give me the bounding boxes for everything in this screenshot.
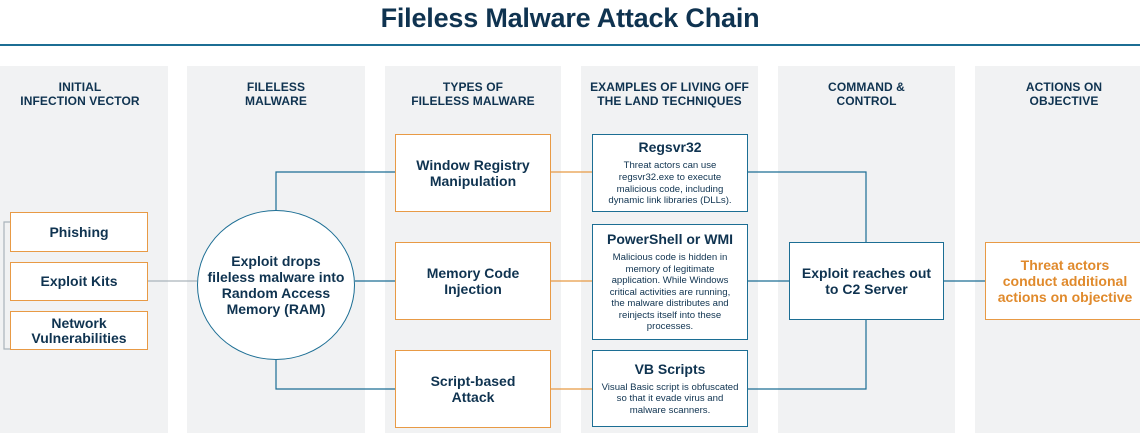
technique-regsvr32-desc: Threat actors can use regsvr32.exe to ex… xyxy=(608,160,732,207)
column-header-command-control: COMMAND & CONTROL xyxy=(828,80,905,108)
technique-powershell-wmi: PowerShell or WMI Malicious code is hidd… xyxy=(592,224,748,340)
actions-on-objective-node: Threat actors conduct additional actions… xyxy=(985,242,1140,320)
technique-powershell-title: PowerShell or WMI xyxy=(606,230,733,247)
page-title: Fileless Malware Attack Chain xyxy=(380,3,760,33)
column-header-techniques: EXAMPLES OF LIVING OFF THE LAND TECHNIQU… xyxy=(590,80,749,108)
technique-vb-scripts: VB Scripts Visual Basic script is obfusc… xyxy=(592,350,748,427)
regsvr-to-c2-line xyxy=(748,171,867,242)
vbscript-to-c2-line xyxy=(748,320,867,390)
vector-exploit-kits: Exploit Kits xyxy=(10,262,148,301)
circle-to-script-line xyxy=(275,360,395,390)
column-header-initial-vector: INITIAL INFECTION VECTOR xyxy=(20,80,140,108)
technique-vbscript-desc: Visual Basic script is obfuscated so tha… xyxy=(601,381,739,416)
vector-bracket-line xyxy=(3,221,10,350)
circle-to-registry-line xyxy=(275,171,395,210)
type-script-based-attack: Script-based Attack xyxy=(395,350,551,428)
type-memory-code-injection: Memory Code Injection xyxy=(395,242,551,320)
command-control-node: Exploit reaches out to C2 Server xyxy=(789,242,944,320)
type-registry-manipulation: Window Registry Manipulation xyxy=(395,134,551,212)
technique-regsvr32-title: Regsvr32 xyxy=(638,139,702,156)
column-header-types: TYPES OF FILELESS MALWARE xyxy=(411,80,535,108)
column-header-fileless-malware: FILELESS MALWARE xyxy=(244,80,308,108)
title-divider xyxy=(0,44,1140,46)
vector-network-vulnerabilities: Network Vulnerabilities xyxy=(10,311,148,350)
column-header-actions: ACTIONS ON OBJECTIVE xyxy=(1025,80,1103,108)
fileless-malware-node: Exploit drops fileless malware into Rand… xyxy=(197,210,355,360)
technique-vbscript-title: VB Scripts xyxy=(634,360,706,377)
technique-regsvr32: Regsvr32 Threat actors can use regsvr32.… xyxy=(592,134,748,212)
technique-powershell-desc: Malicious code is hidden in memory of le… xyxy=(609,251,731,333)
vector-phishing: Phishing xyxy=(10,212,148,252)
